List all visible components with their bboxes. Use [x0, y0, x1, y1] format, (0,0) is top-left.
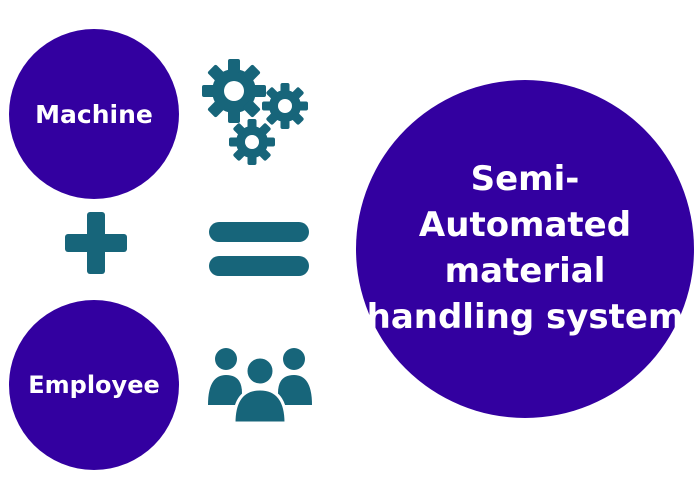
employee-circle: Employee	[9, 300, 179, 470]
result-circle: Semi-Automated material handling system	[356, 80, 694, 418]
employee-label: Employee	[28, 371, 160, 399]
gears-icon	[202, 59, 308, 165]
equals-icon	[209, 222, 309, 276]
result-label: Semi-Automated material handling system	[366, 159, 684, 337]
plus-icon	[65, 212, 127, 274]
people-group-icon	[208, 348, 312, 425]
machine-circle: Machine	[9, 29, 179, 199]
machine-label: Machine	[35, 99, 153, 129]
